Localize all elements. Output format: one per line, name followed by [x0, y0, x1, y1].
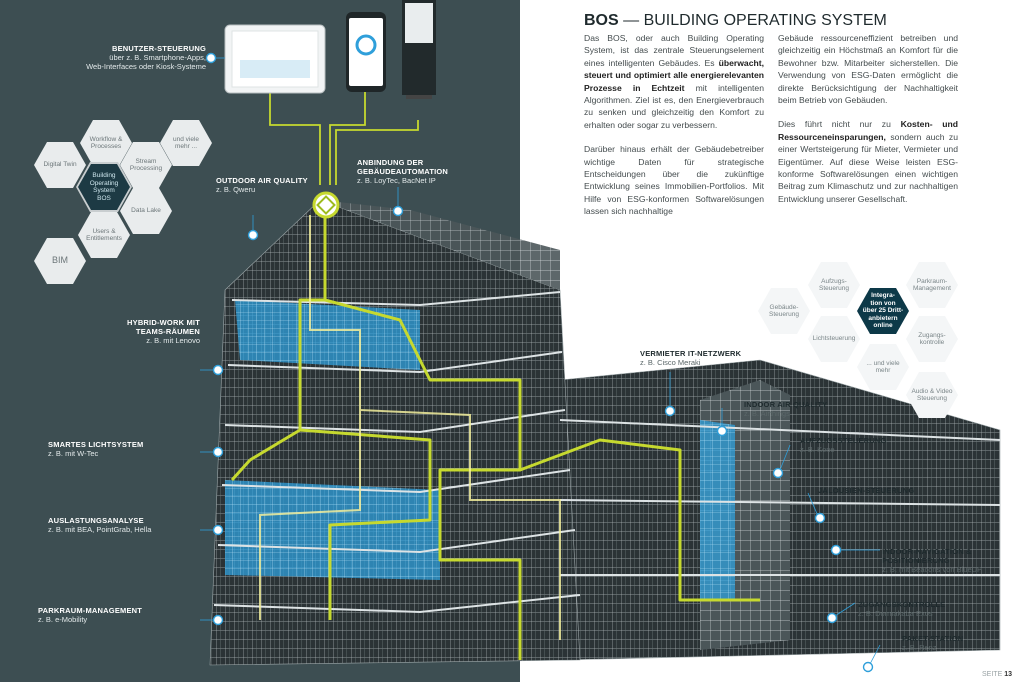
title-main: BUILDING OPERATING SYSTEM [643, 12, 887, 29]
hex-and-many-more: und viele mehr ... [160, 120, 212, 166]
hex-parking-management: Parkraum- Management [906, 262, 958, 308]
body-text-run: Darüber hinaus erhält der Gebäudebetreib… [584, 144, 764, 217]
building-roof [320, 200, 560, 290]
floor-slabs [213, 291, 1001, 614]
hex-lighting-control: Lichtsteuerung [808, 316, 860, 362]
hex-elevator-control: Aufzugs- Steuerung [808, 262, 860, 308]
body-text-run: sondern auch zu einer Wertsteigerung für… [778, 131, 958, 204]
hex-access-control: Zugangs- kontrolle [906, 316, 958, 362]
page-number: SEITE 13 [982, 671, 1012, 678]
body-text-run: Dies führt nicht nur zu [778, 119, 901, 130]
hex-building-control: Gebäude- Steuerung [758, 288, 810, 334]
hex-audio-video-control: Audio & Video Steuerung [906, 372, 958, 418]
body-column-2: Gebäude ressourceneffizient betreiben un… [778, 32, 958, 217]
body-column-1: Das BOS, oder auch Building Operating Sy… [584, 32, 764, 230]
hex-digital-twin: Digital Twin [34, 142, 86, 188]
callout-leaders [200, 57, 881, 665]
hex-integration-third-party: Integra- tion von über 25 Dritt- anbiete… [857, 288, 909, 334]
body-paragraph: Gebäude ressourceneffizient betreiben un… [778, 32, 958, 106]
title-dash: — [623, 12, 640, 29]
smartphone-chart [355, 34, 377, 56]
callout-markers [205, 52, 874, 673]
kiosk-screen [405, 3, 433, 43]
hex-and-more: ... und viele mehr [857, 344, 909, 390]
body-text-run: Gebäude ressourceneffizient betreiben un… [778, 33, 958, 106]
blue-zone-right [700, 420, 735, 600]
bos-node-icon [316, 195, 336, 215]
tablet-chart-bar [240, 60, 310, 78]
hex-users-entitlements: Users & Entitlements [78, 212, 130, 258]
body-paragraph: Darüber hinaus erhält der Gebäudebetreib… [584, 143, 764, 217]
body-text-run: mit intelligenten Algorithmen. Ziel ist … [584, 82, 764, 130]
body-bold-run: Kosten- und Ressourceneinsparungen, [778, 119, 959, 142]
bos-node [312, 191, 340, 219]
smartphone-screen [349, 18, 383, 86]
kiosk-base [406, 95, 432, 99]
title-prefix: BOS [584, 12, 619, 29]
body-paragraph: Das BOS, oder auch Building Operating Sy… [584, 32, 764, 131]
yellow-network-lines [259, 215, 561, 640]
hex-stream-processing: Stream Processing [120, 142, 172, 188]
blue-zone-lower [225, 480, 440, 580]
hex-data-lake: Data Lake [120, 188, 172, 234]
body-paragraph: Dies führt nicht nur zu Kosten- und Ress… [778, 118, 958, 205]
device-connection-lines [269, 92, 419, 185]
hex-bos-core: Building Operating System BOS [78, 164, 130, 210]
page-title: BOS — BUILDING OPERATING SYSTEM [584, 12, 887, 30]
body-bold-run: überwacht, steuert und optimiert alle en… [584, 57, 764, 93]
callout-blind-control: JALOUSIEN-STEUERUNG [818, 486, 915, 495]
lime-network-lines [230, 210, 760, 660]
tablet-screen [231, 30, 319, 88]
body-text-run: Das BOS, oder auch Building Operating Sy… [584, 33, 764, 68]
blue-zone-upper [235, 300, 420, 370]
